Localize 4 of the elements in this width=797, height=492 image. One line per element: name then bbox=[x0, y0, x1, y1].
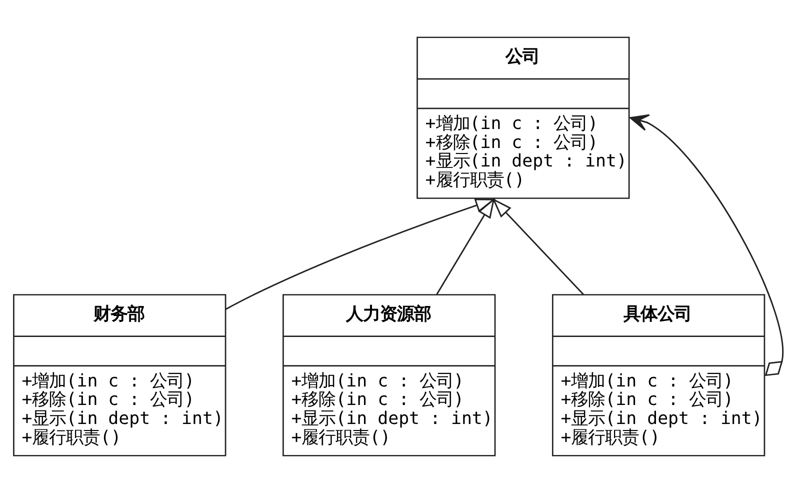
arrow bbox=[436, 197, 495, 294]
arrow bbox=[225, 198, 496, 310]
arrow bbox=[492, 197, 584, 294]
arrow bbox=[630, 114, 784, 376]
